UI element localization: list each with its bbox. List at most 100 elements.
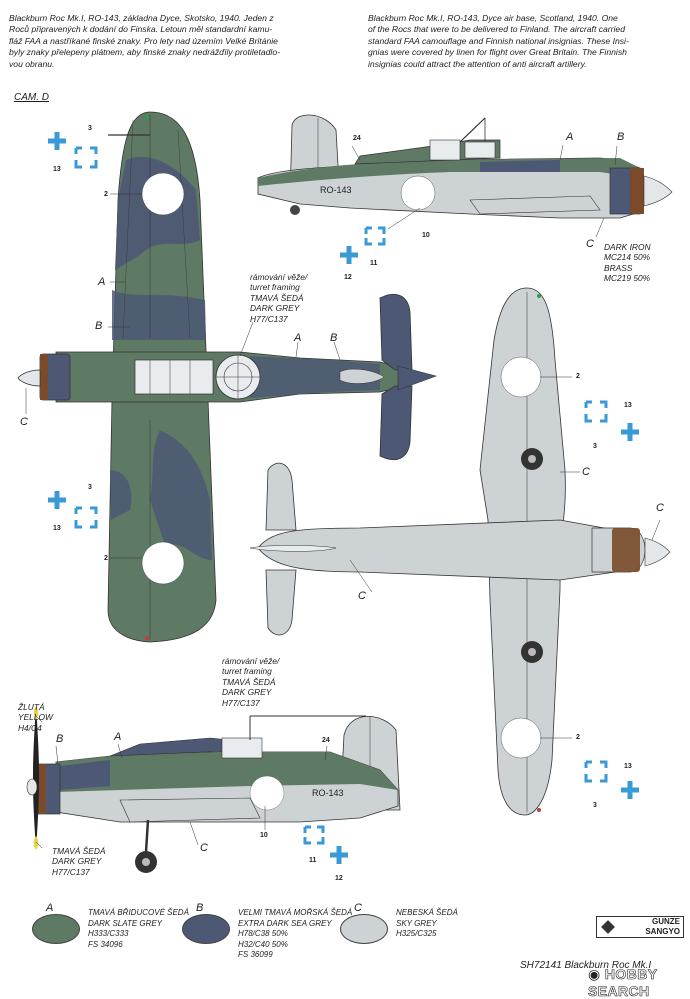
desc-cz-line: vou obranu. bbox=[9, 58, 55, 69]
spinner-callout: DARK IRON MC214 50% BRASS MC219 50% bbox=[604, 242, 651, 284]
callout-line: BRASS bbox=[604, 262, 633, 273]
callout-line: H4/C4 bbox=[18, 722, 42, 733]
callout-line: TMAVÁ ŠEDÁ bbox=[222, 676, 276, 687]
side-view-left: RO-143 bbox=[26, 706, 401, 873]
label-a: A bbox=[566, 131, 574, 143]
legend-line: H325/C325 bbox=[396, 929, 437, 939]
gunze-sangyo-logo: GUNZE SANGYO bbox=[596, 916, 684, 938]
marking-number: 3 bbox=[88, 484, 92, 491]
marking-number: 2 bbox=[576, 373, 580, 380]
callout-line: DARK GREY bbox=[52, 856, 102, 867]
callout-line: rámování věže/ bbox=[250, 272, 308, 282]
legend-line: EXTRA DARK SEA GREY bbox=[238, 918, 332, 928]
hobby-search-icon: ◉ bbox=[588, 966, 601, 982]
label-b: B bbox=[56, 733, 64, 745]
label-a: A bbox=[98, 276, 106, 288]
prop-grey-callout: TMAVÁ ŠEDÁ DARK GREY H77/C137 bbox=[52, 846, 106, 877]
legend-line: SKY GREY bbox=[396, 918, 437, 928]
turret-framing-callout-bottom: rámování věže/ turret framing TMAVÁ ŠEDÁ… bbox=[222, 656, 279, 708]
label-b: B bbox=[95, 320, 103, 332]
legend-line: NEBESKÁ ŠEDÁ bbox=[396, 908, 458, 917]
side-view-right: RO-143 bbox=[257, 114, 673, 264]
bottom-view bbox=[249, 287, 671, 816]
desc-en-line: insignias could attract the attention of… bbox=[368, 58, 587, 69]
label-a: A bbox=[294, 332, 302, 344]
label-a: A bbox=[114, 731, 122, 743]
legend-text: TMAVÁ BŘIDUCOVÉ ŠEDÁ DARK SLATE GREY H33… bbox=[88, 908, 189, 950]
label-c: C bbox=[586, 238, 594, 250]
callout-line: YELLOW bbox=[18, 712, 53, 723]
code-side-bottom: RO-143 bbox=[312, 788, 344, 798]
legend-line: FS 34096 bbox=[88, 939, 123, 949]
label-c: C bbox=[20, 416, 28, 428]
marking-number: 10 bbox=[422, 232, 430, 239]
marking-number: 13 bbox=[624, 763, 632, 770]
callout-line: TMAVÁ ŠEDÁ bbox=[250, 292, 304, 303]
marking-number: 13 bbox=[624, 402, 632, 409]
callout-line: turret framing bbox=[222, 666, 272, 677]
marking-number: 11 bbox=[309, 857, 317, 864]
legend-line: H78/C38 50% bbox=[238, 929, 288, 939]
label-c: C bbox=[656, 502, 664, 514]
top-view bbox=[17, 111, 437, 643]
callout-line: ŽLUTÁ bbox=[18, 702, 45, 712]
callout-line: H77/C137 bbox=[250, 313, 288, 324]
callout-line: DARK GREY bbox=[250, 303, 300, 314]
legend-line: VELMI TMAVÁ MOŘSKÁ ŠEDÁ bbox=[238, 908, 353, 917]
marking-number: 12 bbox=[344, 274, 352, 281]
label-c: C bbox=[582, 466, 590, 478]
legend-line: TMAVÁ BŘIDUCOVÉ ŠEDÁ bbox=[88, 908, 189, 917]
marking-number: 2 bbox=[104, 191, 108, 198]
watermark: ◉ HOBBY SEARCH bbox=[588, 966, 690, 999]
desc-en-line: gnias were covered by linen for flight o… bbox=[368, 47, 627, 58]
label-c: C bbox=[200, 842, 208, 854]
desc-cz-line: byly znaky přelepeny plátnem, aby finské… bbox=[9, 47, 280, 58]
legend-letter: B bbox=[196, 902, 204, 914]
callout-line: H77/C137 bbox=[52, 866, 90, 877]
callout-line: H77/C137 bbox=[222, 697, 260, 708]
camouflage-label: CAM. D bbox=[14, 92, 49, 103]
prop-tip-callout: ŽLUTÁ YELLOW H4/C4 bbox=[18, 702, 53, 733]
legend-line: DARK SLATE GREY bbox=[88, 918, 163, 928]
desc-cz-line: fláž FAA a nastříkané finské znaky. Pro … bbox=[9, 35, 278, 46]
desc-cz-line: Roců připravených k dodání do Finska. Le… bbox=[9, 24, 273, 35]
legend-swatch-sky bbox=[340, 914, 388, 944]
legend-text: VELMI TMAVÁ MOŘSKÁ ŠEDÁ EXTRA DARK SEA G… bbox=[238, 908, 352, 961]
product-code: SH72141 Blackburn Roc Mk.I bbox=[520, 960, 652, 971]
marking-number: 3 bbox=[88, 125, 92, 132]
desc-cz-line: Blackburn Roc Mk.I, RO-143, základna Dyc… bbox=[9, 13, 274, 23]
legend-swatch-slate bbox=[32, 914, 80, 944]
marking-number: 12 bbox=[335, 875, 343, 882]
label-b: B bbox=[617, 131, 625, 143]
legend-letter: A bbox=[46, 902, 54, 914]
description-english: Blackburn Roc Mk.I, RO-143, Dyce air bas… bbox=[368, 13, 688, 70]
callout-line: turret framing bbox=[250, 282, 300, 293]
callout-line: TMAVÁ ŠEDÁ bbox=[52, 846, 106, 856]
label-b: B bbox=[330, 332, 338, 344]
marking-number: 13 bbox=[53, 525, 61, 532]
marking-number: 2 bbox=[104, 555, 108, 562]
description-czech: Blackburn Roc Mk.I, RO-143, základna Dyc… bbox=[9, 13, 339, 70]
turret-framing-callout-top: rámování věže/ turret framing TMAVÁ ŠEDÁ… bbox=[250, 272, 307, 324]
label-c: C bbox=[358, 590, 366, 602]
legend-text: NEBESKÁ ŠEDÁ SKY GREY H325/C325 bbox=[396, 908, 458, 940]
marking-number: 3 bbox=[593, 802, 597, 809]
desc-en-line: of the Rocs that were to be delivered to… bbox=[368, 24, 625, 35]
callout-line: MC219 50% bbox=[604, 273, 651, 284]
legend-letter: C bbox=[354, 902, 362, 914]
desc-en-line: Blackburn Roc Mk.I, RO-143, Dyce air bas… bbox=[368, 13, 618, 23]
desc-en-line: standard FAA camouflage and Finnish nati… bbox=[368, 35, 629, 46]
callout-line: rámování věže/ bbox=[222, 656, 280, 666]
legend-line: H333/C333 bbox=[88, 929, 129, 939]
marking-number: 3 bbox=[593, 443, 597, 450]
marking-number: 24 bbox=[353, 135, 361, 142]
legend-line: H32/C40 50% bbox=[238, 939, 288, 949]
callout-line: MC214 50% bbox=[604, 252, 651, 263]
code-side-top: RO-143 bbox=[320, 185, 352, 195]
marking-number: 11 bbox=[370, 260, 378, 267]
legend-swatch-sea bbox=[182, 914, 230, 944]
callout-line: DARK IRON bbox=[604, 242, 651, 252]
legend-line: FS 36099 bbox=[238, 950, 273, 960]
marking-number: 24 bbox=[322, 737, 330, 744]
